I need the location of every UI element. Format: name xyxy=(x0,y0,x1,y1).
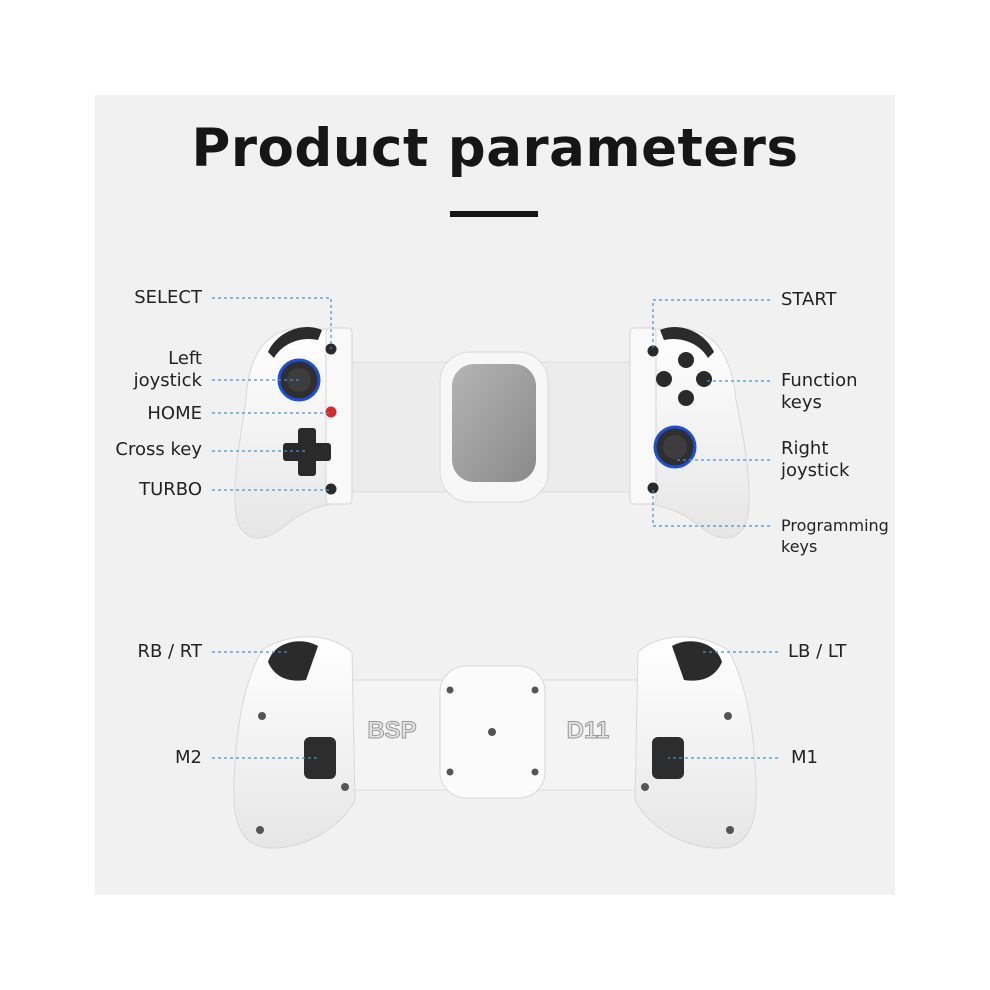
label-right-joystick: Right joystick xyxy=(781,438,850,481)
label-m1: M1 xyxy=(791,747,818,768)
programming-key xyxy=(647,482,659,494)
label-start: START xyxy=(781,289,837,310)
label-home: HOME xyxy=(147,403,202,424)
turbo-button xyxy=(325,483,337,495)
start-button xyxy=(647,345,659,357)
back-view-controller: BSP D11 xyxy=(233,636,757,849)
label-select: SELECT xyxy=(134,287,202,308)
label-programming-keys: Programming keys xyxy=(781,516,889,556)
label-left-joystick: Left joystick xyxy=(133,348,202,391)
front-view-controller xyxy=(234,326,750,539)
rb-rt-trigger xyxy=(268,641,318,681)
cross-key xyxy=(283,428,331,476)
label-turbo: TURBO xyxy=(139,479,202,500)
home-button xyxy=(325,406,337,418)
left-shoulder xyxy=(268,326,322,358)
back-left-grip xyxy=(233,636,356,849)
page-title: Product parameters xyxy=(191,118,799,179)
back-right-grip xyxy=(634,636,757,849)
leader-lines xyxy=(212,297,778,759)
label-cross-key: Cross key xyxy=(115,439,202,460)
title-underline xyxy=(450,211,538,217)
clamp-pad xyxy=(452,364,536,482)
right-shoulder xyxy=(660,326,714,358)
label-function-keys: Function keys xyxy=(781,370,858,413)
label-rb-rt: RB / RT xyxy=(137,641,202,662)
label-lb-lt: LB / LT xyxy=(788,641,847,662)
m2-paddle xyxy=(304,737,336,779)
model-name: D11 xyxy=(567,717,610,744)
lb-lt-trigger xyxy=(672,641,722,681)
label-m2: M2 xyxy=(175,747,202,768)
brand-logo: BSP xyxy=(367,717,416,744)
function-keys xyxy=(656,352,712,406)
